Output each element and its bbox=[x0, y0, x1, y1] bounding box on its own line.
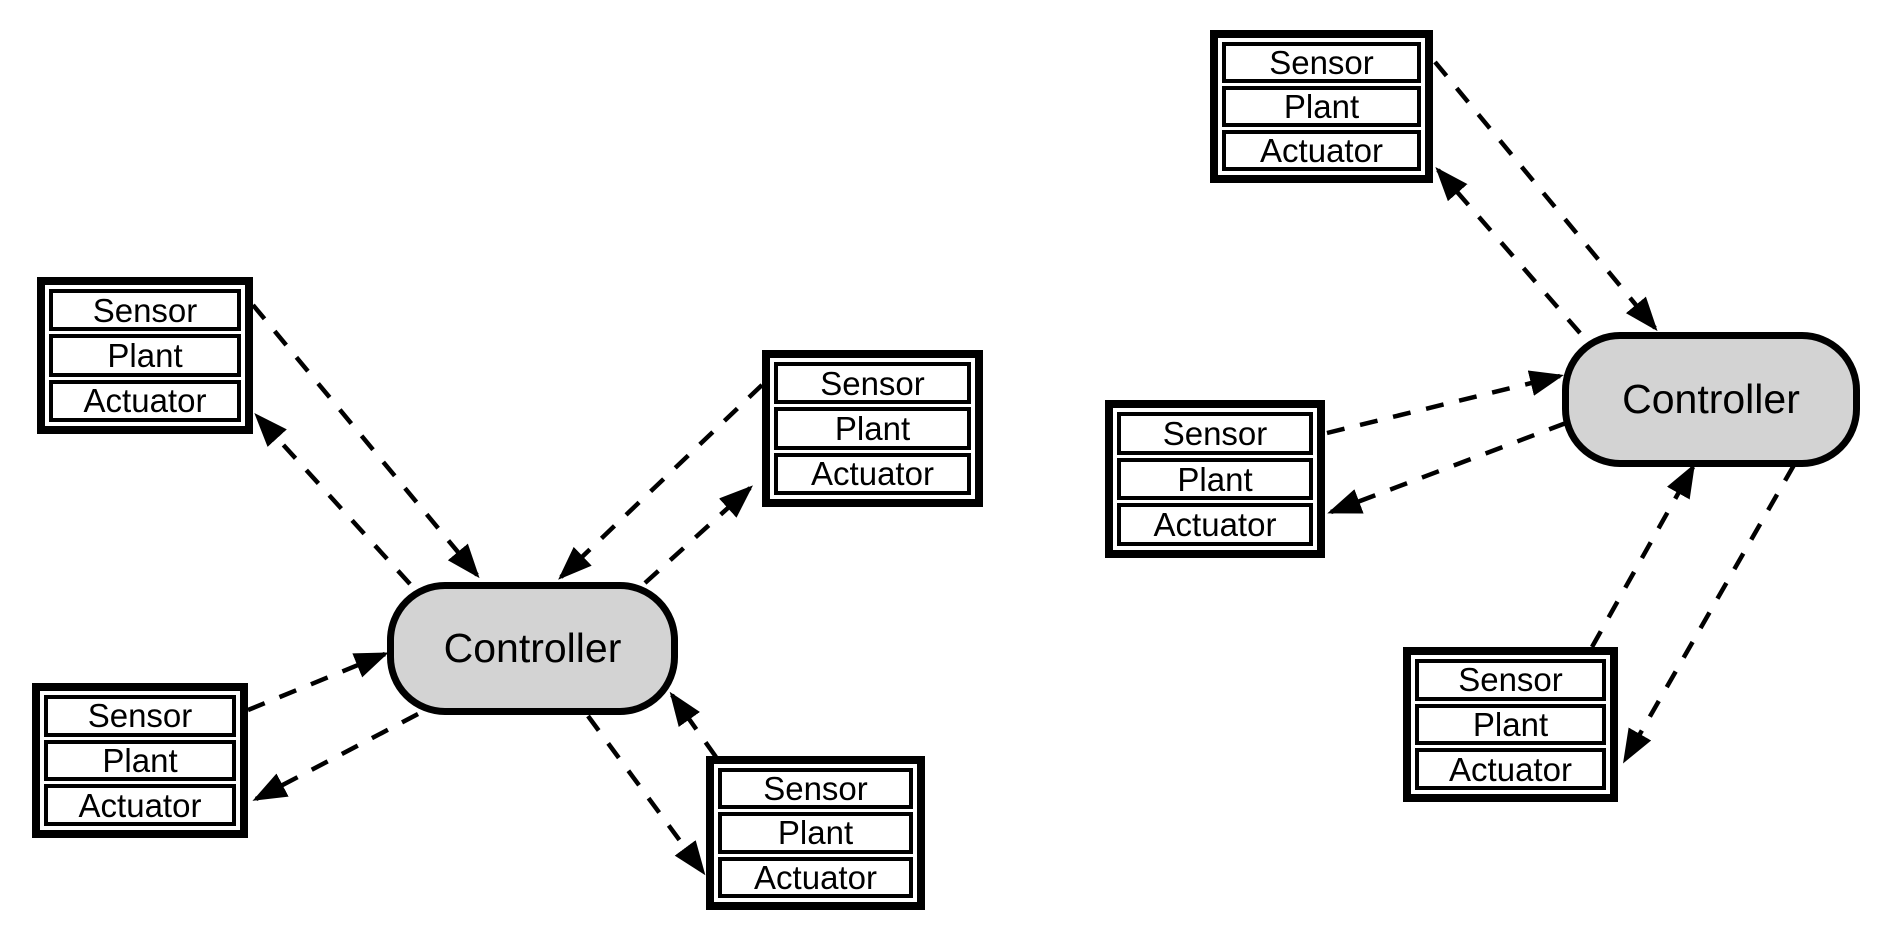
plant-node-right-bottom: Sensor Plant Actuator bbox=[1403, 647, 1618, 802]
sensor-cell: Sensor bbox=[44, 695, 236, 737]
dashed-arrow-l-br-actuator bbox=[586, 714, 706, 876]
plant-node-right-left: Sensor Plant Actuator bbox=[1105, 400, 1325, 558]
actuator-cell: Actuator bbox=[44, 784, 236, 827]
plant-cell: Plant bbox=[1117, 457, 1313, 501]
sensor-cell: Sensor bbox=[49, 289, 241, 332]
plant-cell: Plant bbox=[718, 812, 913, 854]
dashed-arrow-l-tl-sensor bbox=[251, 303, 480, 579]
dashed-arrow-r-b-sensor bbox=[1590, 463, 1695, 649]
sensor-cell: Sensor bbox=[1117, 412, 1313, 455]
actuator-cell: Actuator bbox=[1222, 130, 1421, 171]
sensor-cell: Sensor bbox=[774, 362, 971, 405]
controller-node-left: Controller bbox=[387, 582, 678, 715]
plant-cell: Plant bbox=[1415, 703, 1606, 746]
actuator-cell: Actuator bbox=[774, 452, 971, 495]
plant-node-left-bottom-right: Sensor Plant Actuator bbox=[706, 756, 925, 910]
dashed-arrow-r-l-sensor bbox=[1326, 370, 1564, 436]
dashed-arrow-l-mr-actuator bbox=[643, 485, 753, 585]
sensor-cell: Sensor bbox=[718, 768, 913, 810]
plant-cell: Plant bbox=[774, 407, 971, 450]
dashed-arrow-l-br-sensor bbox=[669, 691, 718, 759]
actuator-cell: Actuator bbox=[49, 379, 241, 422]
dashed-arrow-l-tl-actuator bbox=[254, 413, 412, 586]
dashed-arrow-r-l-actuator bbox=[1327, 420, 1567, 515]
dashed-arrow-r-b-actuator bbox=[1623, 463, 1796, 764]
dashed-arrow-l-bl-actuator bbox=[252, 712, 420, 801]
actuator-cell: Actuator bbox=[718, 856, 913, 898]
actuator-cell: Actuator bbox=[1415, 748, 1606, 791]
plant-node-left-top-left: Sensor Plant Actuator bbox=[37, 277, 253, 434]
dashed-arrow-r-t-sensor bbox=[1433, 60, 1658, 332]
actuator-cell: Actuator bbox=[1117, 503, 1313, 547]
dashed-arrow-l-bl-sensor bbox=[247, 651, 389, 713]
plant-cell: Plant bbox=[1222, 86, 1421, 127]
plant-node-left-bottom-left: Sensor Plant Actuator bbox=[32, 683, 248, 838]
dashed-arrow-l-mr-sensor bbox=[558, 383, 764, 580]
sensor-cell: Sensor bbox=[1415, 659, 1606, 701]
plant-cell: Plant bbox=[49, 334, 241, 377]
dashed-arrow-r-t-actuator bbox=[1435, 166, 1582, 335]
sensor-cell: Sensor bbox=[1222, 42, 1421, 83]
plant-node-right-top: Sensor Plant Actuator bbox=[1210, 30, 1433, 183]
controller-node-right: Controller bbox=[1562, 332, 1860, 467]
plant-cell: Plant bbox=[44, 739, 236, 782]
plant-node-left-middle-right: Sensor Plant Actuator bbox=[762, 350, 983, 507]
